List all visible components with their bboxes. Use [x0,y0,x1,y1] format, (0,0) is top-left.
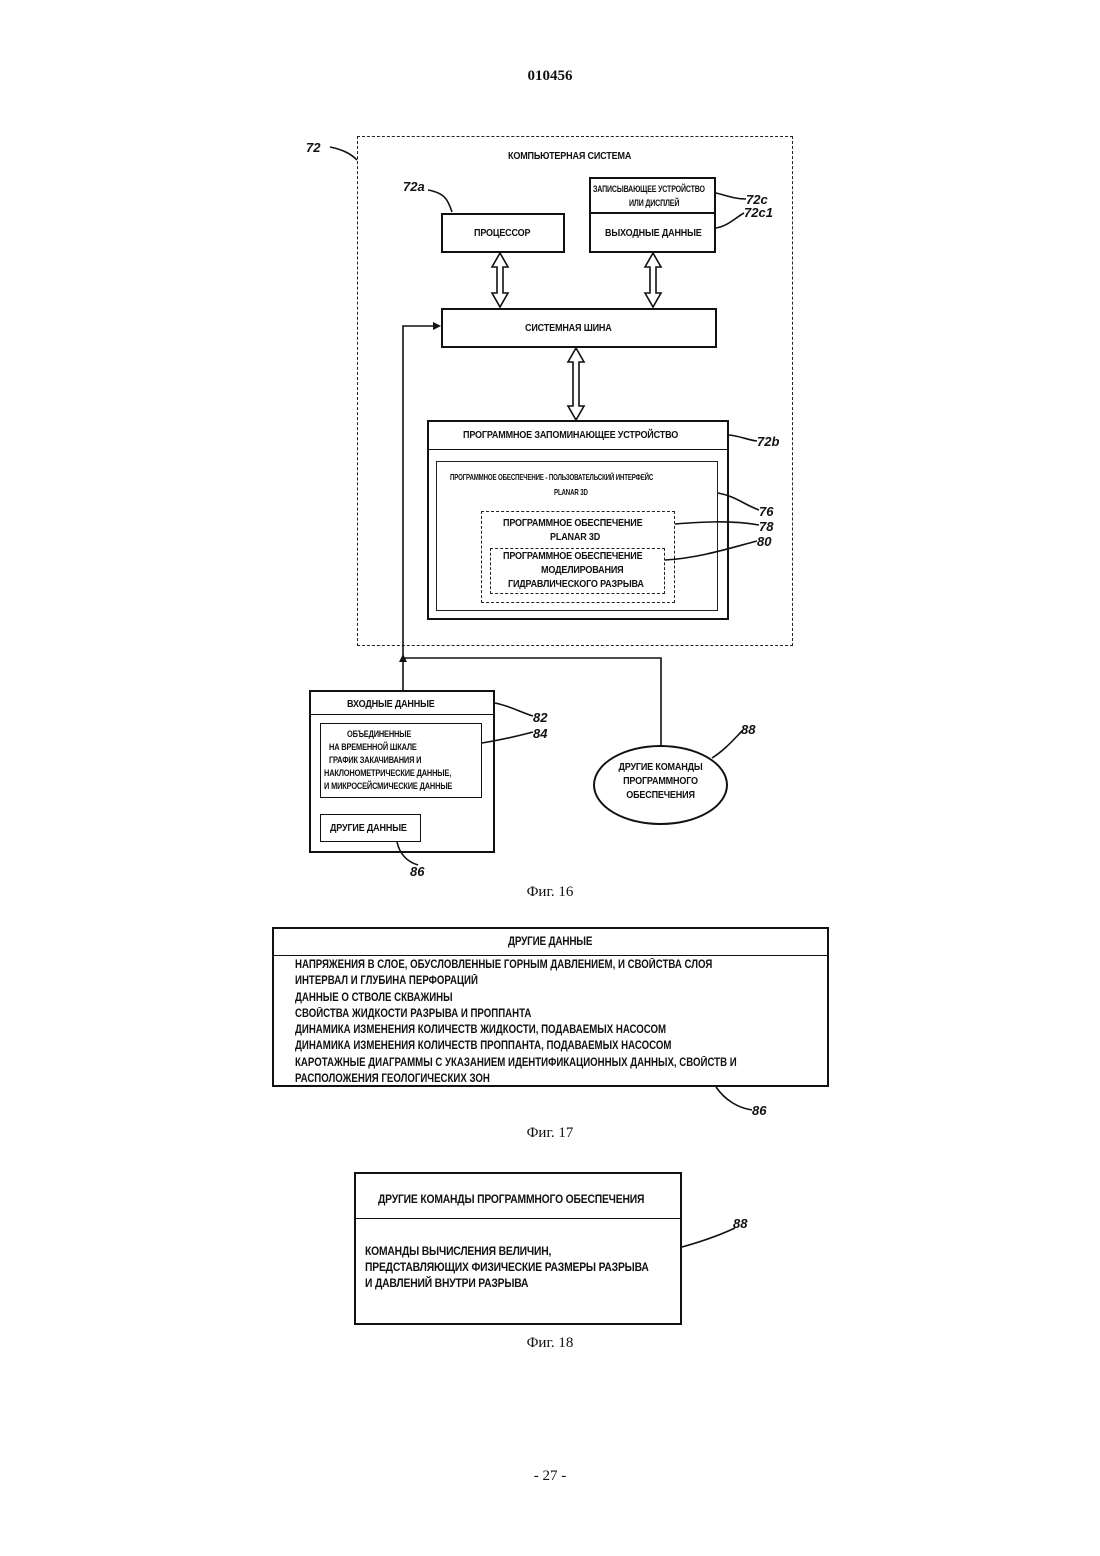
recorder-label-line2: ИЛИ ДИСПЛЕЙ [629,198,679,209]
ref-78: 78 [759,519,773,534]
other-commands-line2: ПРОГРАММНОГО [602,775,718,787]
recorder-divider [591,212,714,214]
other-data-item-6: ДИНАМИКА ИЗМЕНЕНИЯ КОЛИЧЕСТВ ПРОППАНТА, … [295,1038,737,1054]
ref-84: 84 [533,726,547,741]
ref-72b: 72b [757,434,779,449]
other-commands-line1: ДРУГИЕ КОМАНДЫ [602,761,718,773]
combined-line-1: ОБЪЕДИНЕННЫЕ [347,729,411,740]
leader-88-fig16 [712,730,743,758]
modeling-label-line1: ПРОГРАММНОЕ ОБЕСПЕЧЕНИЕ [503,550,642,562]
ref-80: 80 [757,534,771,549]
commands-arrowhead [399,654,407,662]
other-data-item-4: СВОЙСТВА ЖИДКОСТИ РАЗРЫВА И ПРОППАНТА [295,1006,737,1022]
input-data-title: ВХОДНЫЕ ДАННЫЕ [347,698,435,710]
figure-17-caption: Фиг. 17 [0,1125,1100,1142]
other-data-table-title: ДРУГИЕ ДАННЫЕ [508,936,592,948]
ui-software-label-line1: ПРОГРАММНОЕ ОБЕСПЕЧЕНИЕ - ПОЛЬЗОВАТЕЛЬСК… [450,472,653,482]
ref-82: 82 [533,710,547,725]
combined-line-4: НАКЛОНОМЕТРИЧЕСКИЕ ДАННЫЕ, [324,768,451,779]
combined-line-3: ГРАФИК ЗАКАЧИВАНИЯ И [329,755,421,766]
output-data-label: ВЫХОДНЫЕ ДАННЫЕ [605,227,702,239]
ref-86-fig17: 86 [752,1103,766,1118]
input-data-divider [311,714,493,715]
ref-76: 76 [759,504,773,519]
leader-72 [330,147,357,160]
processor-label: ПРОЦЕССОР [474,227,530,239]
modeling-label-line3: ГИДРАВЛИЧЕСКОГО РАЗРЫВА [508,578,644,590]
ui-software-label-line2: PLANAR 3D [554,487,588,497]
document-number: 010456 [0,68,1100,85]
ref-72a: 72a [403,179,425,194]
ref-72: 72 [306,140,320,155]
other-commands-line3: ОБЕСПЕЧЕНИЯ [602,789,718,801]
other-commands-item-2: ПРЕДСТАВЛЯЮЩИХ ФИЗИЧЕСКИЕ РАЗМЕРЫ РАЗРЫВ… [365,1260,649,1274]
system-bus-box: СИСТЕМНАЯ ШИНА [441,308,717,348]
modeling-label-line2: МОДЕЛИРОВАНИЯ [541,564,624,576]
other-commands-table: ДРУГИЕ КОМАНДЫ ПРОГРАММНОГО ОБЕСПЕЧЕНИЯ … [354,1172,682,1325]
other-data-table: ДРУГИЕ ДАННЫЕ НАПРЯЖЕНИЯ В СЛОЕ, ОБУСЛОВ… [272,927,829,1087]
other-data-item-1: НАПРЯЖЕНИЯ В СЛОЕ, ОБУСЛОВЛЕННЫЕ ГОРНЫМ … [295,957,737,973]
other-data-small-label: ДРУГИЕ ДАННЫЕ [330,822,407,834]
recorder-label-line1: ЗАПИСЫВАЮЩЕЕ УСТРОЙСТВО [593,184,705,195]
other-commands-item-3: И ДАВЛЕНИЙ ВНУТРИ РАЗРЫВА [365,1276,528,1290]
planar3d-label-line2: PLANAR 3D [550,531,600,543]
other-data-small-box: ДРУГИЕ ДАННЫЕ [320,814,421,842]
system-bus-label: СИСТЕМНАЯ ШИНА [525,322,612,334]
other-data-list: НАПРЯЖЕНИЯ В СЛОЕ, ОБУСЛОВЛЕННЫЕ ГОРНЫМ … [295,957,821,1087]
figure-18-caption: Фиг. 18 [0,1335,1100,1352]
combined-line-5: И МИКРОСЕЙСМИЧЕСКИЕ ДАННЫЕ [324,781,452,792]
other-commands-table-title: ДРУГИЕ КОМАНДЫ ПРОГРАММНОГО ОБЕСПЕЧЕНИЯ [378,1192,644,1206]
ref-72c1: 72c1 [744,205,773,220]
other-data-item-3: ДАННЫЕ О СТВОЛЕ СКВАЖИНЫ [295,990,737,1006]
ref-88-fig18: 88 [733,1216,747,1231]
planar3d-label-line1: ПРОГРАММНОЕ ОБЕСПЕЧЕНИЕ [503,517,642,529]
recorder-box: ЗАПИСЫВАЮЩЕЕ УСТРОЙСТВО ИЛИ ДИСПЛЕЙ ВЫХО… [589,177,716,253]
other-data-table-divider [274,955,827,956]
computer-system-title: КОМПЬЮТЕРНАЯ СИСТЕМА [508,150,631,162]
combined-data-box: ОБЪЕДИНЕННЫЕ НА ВРЕМЕННОЙ ШКАЛЕ ГРАФИК З… [320,723,482,798]
other-data-item-7: КАРОТАЖНЫЕ ДИАГРАММЫ С УКАЗАНИЕМ ИДЕНТИФ… [295,1055,737,1071]
other-commands-item-1: КОМАНДЫ ВЫЧИСЛЕНИЯ ВЕЛИЧИН, [365,1244,551,1258]
other-data-item-5: ДИНАМИКА ИЗМЕНЕНИЯ КОЛИЧЕСТВ ЖИДКОСТИ, П… [295,1022,737,1038]
leader-88-fig18 [682,1228,735,1247]
other-data-item-8: РАСПОЛОЖЕНИЯ ГЕОЛОГИЧЕСКИХ ЗОН [295,1071,737,1087]
leader-86-fig17 [716,1087,752,1110]
leader-82 [495,703,533,716]
ref-86-fig16: 86 [410,864,424,879]
other-data-item-2: ИНТЕРВАЛ И ГЛУБИНА ПЕРФОРАЦИЙ [295,973,737,989]
processor-box: ПРОЦЕССОР [441,213,565,253]
combined-line-2: НА ВРЕМЕННОЙ ШКАЛЕ [329,742,417,753]
ref-88-fig16: 88 [741,722,755,737]
program-storage-divider [429,449,727,450]
page-number: - 27 - [0,1468,1100,1485]
other-commands-table-divider [356,1218,680,1219]
figure-16-caption: Фиг. 16 [0,884,1100,901]
program-storage-label: ПРОГРАММНОЕ ЗАПОМИНАЮЩЕЕ УСТРОЙСТВО [463,429,678,441]
